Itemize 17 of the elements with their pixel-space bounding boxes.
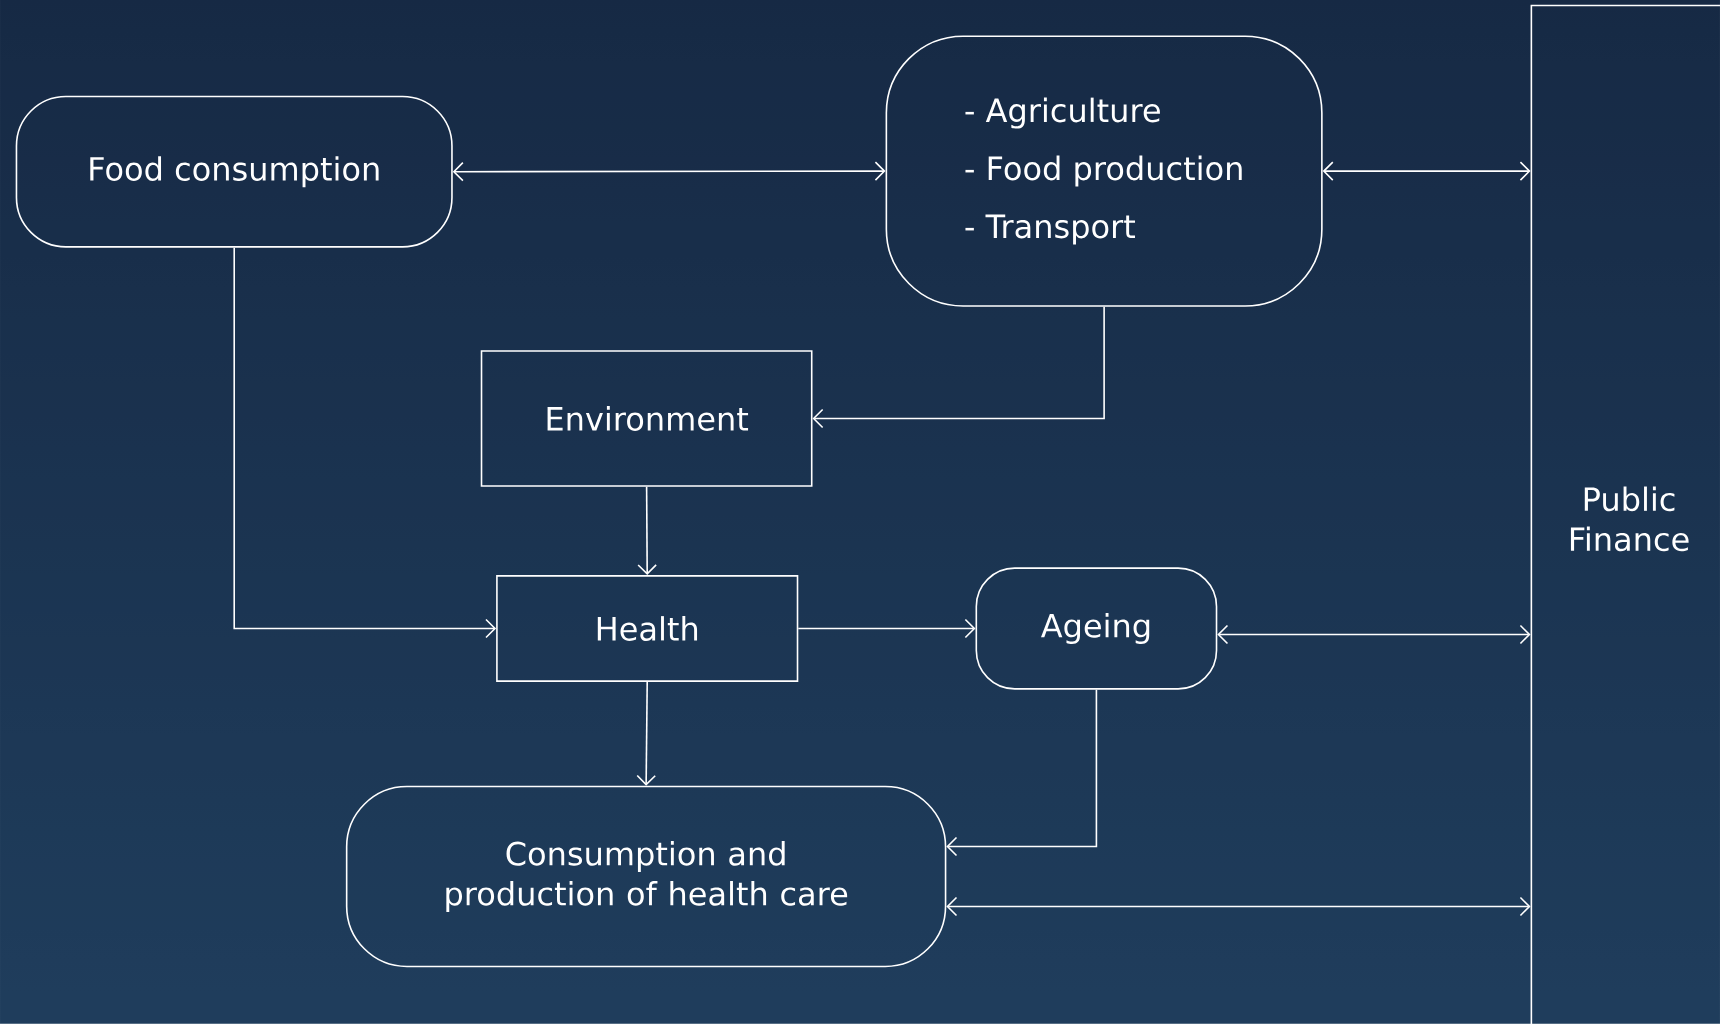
process-box: Health — [496, 575, 799, 682]
arrow — [812, 306, 1105, 429]
arrow — [797, 618, 976, 639]
arrow — [1217, 624, 1531, 645]
arrow — [637, 485, 657, 576]
arrow — [946, 896, 1531, 917]
rounded-box: Ageing — [975, 567, 1218, 690]
tall-box: Public Finance — [1530, 4, 1720, 1024]
arrow — [636, 681, 656, 786]
rounded-box: Food consumption — [15, 95, 453, 248]
process-box: Environment — [480, 350, 813, 487]
rounded-box: Consumption and production of health care — [345, 785, 947, 968]
arrow — [233, 246, 497, 639]
arrow — [1322, 161, 1531, 181]
arrow — [946, 688, 1098, 857]
rounded-box: - Agriculture - Food production - Transport — [885, 35, 1323, 307]
arrow — [452, 161, 886, 182]
